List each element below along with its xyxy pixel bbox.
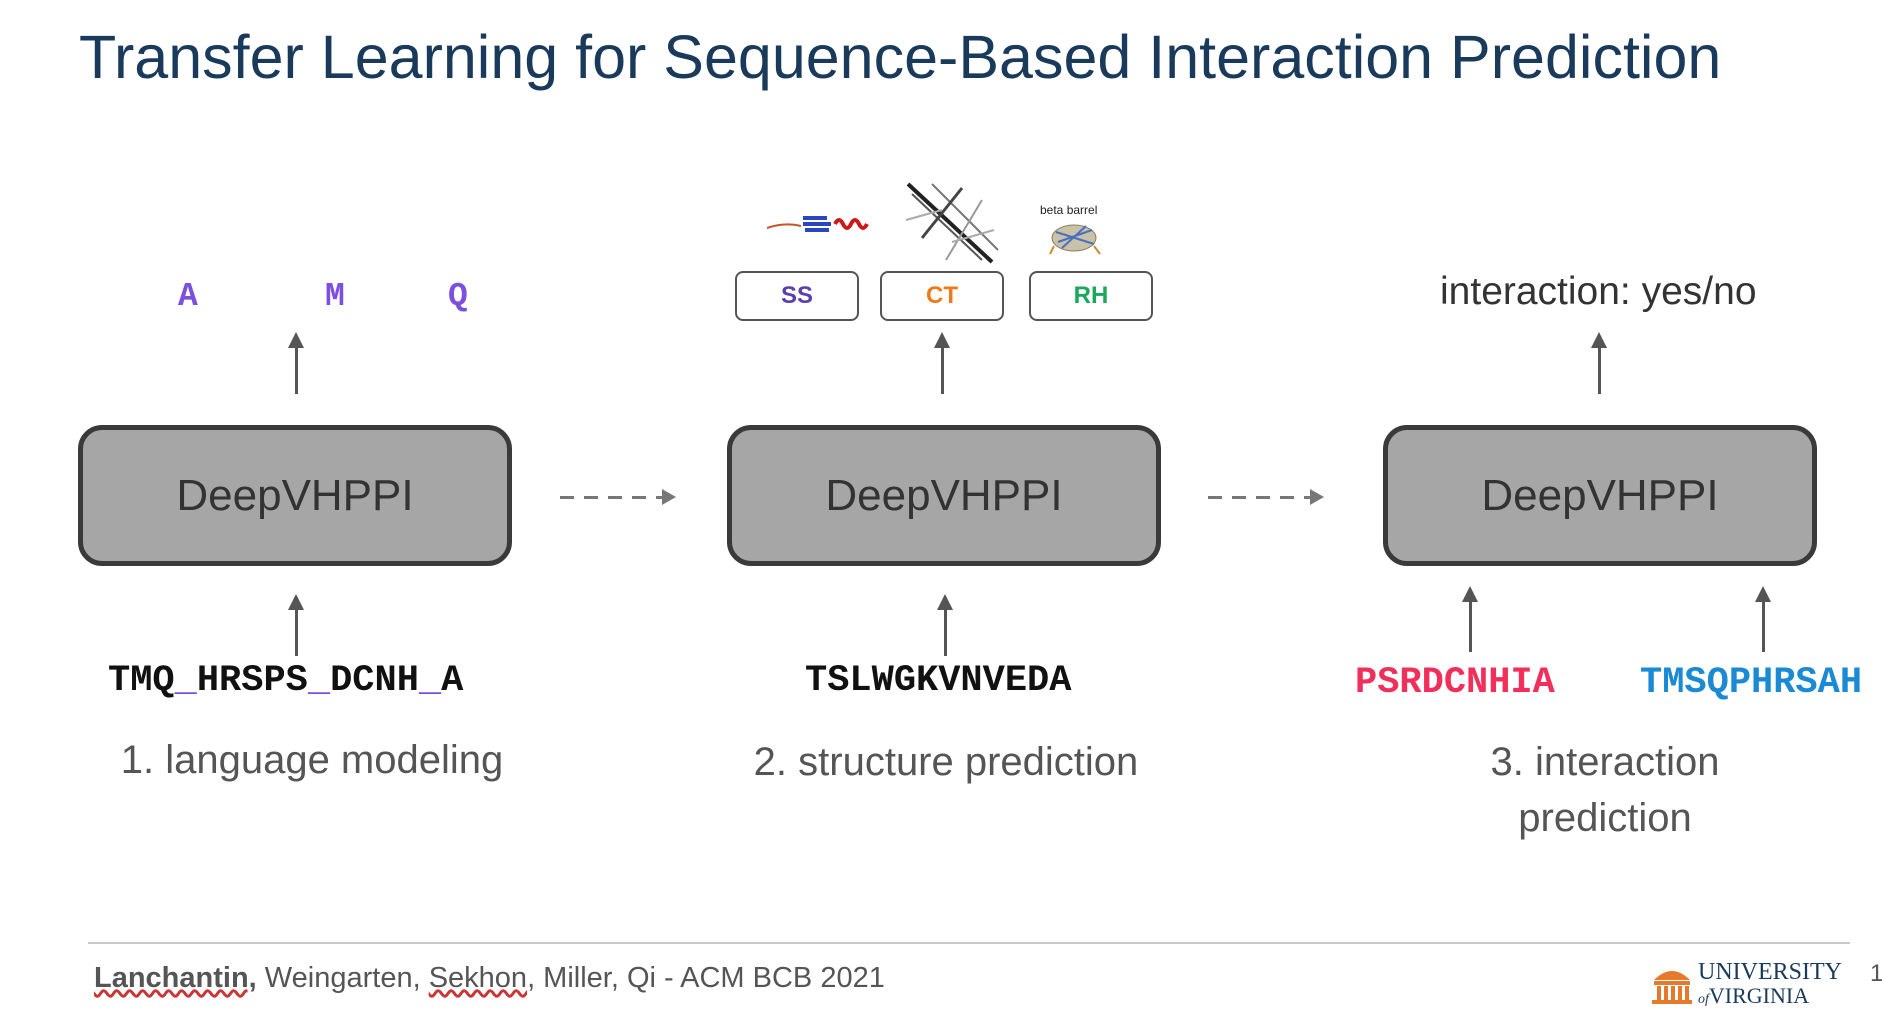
arrow-up-input-1: [288, 594, 304, 656]
model-box-2: DeepVHPPI: [727, 425, 1161, 566]
task-label-ss: SS: [780, 282, 813, 309]
rotunda-logo-icon: [1652, 971, 1692, 1004]
output-token-a: A: [178, 278, 198, 315]
seq-part: HRSPS: [196, 660, 308, 702]
masked-sequence: TMQ_HRSPS_DCNH_A: [108, 660, 463, 702]
mask-token: _: [418, 660, 442, 702]
dashed-arrow-1: [560, 496, 662, 499]
step-label-1: 1. language modeling: [120, 738, 504, 782]
model-box-1: DeepVHPPI: [78, 425, 512, 566]
step-label-3: 3. interaction prediction: [1440, 734, 1770, 846]
protein-sequence-b: TMSQPHRSAH: [1640, 662, 1863, 704]
task-label-rh: RH: [1073, 282, 1109, 309]
step-label-3-line1: 3. interaction: [1490, 740, 1720, 784]
logo-line1: UNIVERSITY: [1698, 959, 1842, 985]
mask-token: _: [307, 660, 331, 702]
model-label-3: DeepVHPPI: [1481, 470, 1719, 520]
model-label-2: DeepVHPPI: [825, 470, 1063, 520]
seq-part: TMQ: [108, 660, 175, 702]
secondary-structure-image: [766, 216, 869, 232]
arrow-up-input-3b: [1755, 586, 1771, 652]
contact-map-image: [905, 182, 999, 264]
task-pill-rh: RH: [1029, 271, 1153, 321]
arrow-up-output-3: [1591, 332, 1607, 394]
output-token-q: Q: [448, 278, 468, 315]
arrow-up-output-1: [288, 332, 304, 394]
beta-barrel-caption: beta barrel: [1040, 203, 1098, 217]
university-logo-text: UNIVERSITY ofVIRGINIA: [1698, 960, 1842, 1012]
logo-line2: of: [1698, 992, 1709, 1007]
seq-part: A: [441, 660, 464, 702]
arrow-up-input-2: [937, 594, 953, 656]
mask-token: _: [174, 660, 197, 702]
output-token-m: M: [325, 278, 345, 315]
dashed-arrow-2: [1208, 496, 1310, 499]
footer-divider: [88, 942, 1850, 944]
model-label-1: DeepVHPPI: [176, 470, 414, 520]
slide-title: Transfer Learning for Sequence-Based Int…: [79, 23, 1722, 91]
citation-author: Sekhon: [428, 962, 528, 994]
task-label-ct: CT: [926, 282, 958, 309]
model-box-3: DeepVHPPI: [1383, 425, 1817, 566]
task-pill-ct: CT: [880, 271, 1004, 321]
citation: Lanchantin, Weingarten, Sekhon, Miller, …: [94, 962, 885, 995]
arrow-up-output-2: [934, 332, 950, 394]
step-label-3-line2: prediction: [1518, 796, 1692, 840]
citation-author: Weingarten,: [264, 962, 421, 994]
citation-rest: , Miller, Qi - ACM BCB 2021: [527, 962, 885, 994]
task-pill-ss: SS: [735, 271, 859, 321]
dashed-arrow-head-2: [1310, 489, 1324, 505]
beta-barrel-image: [1049, 224, 1101, 255]
step-label-2: 2. structure prediction: [753, 740, 1139, 784]
page-number: 1: [1870, 960, 1882, 987]
structure-sequence: TSLWGKVNVEDA: [805, 660, 1072, 702]
logo-line3: VIRGINIA: [1708, 983, 1810, 1008]
arrow-up-input-3a: [1462, 586, 1478, 652]
citation-lead-author: Lanchantin,: [94, 962, 257, 994]
protein-sequence-a: PSRDCNHIA: [1355, 662, 1555, 704]
interaction-output: interaction: yes/no: [1440, 270, 1757, 313]
seq-part: DCNH: [330, 660, 419, 702]
dashed-arrow-head-1: [662, 489, 676, 505]
